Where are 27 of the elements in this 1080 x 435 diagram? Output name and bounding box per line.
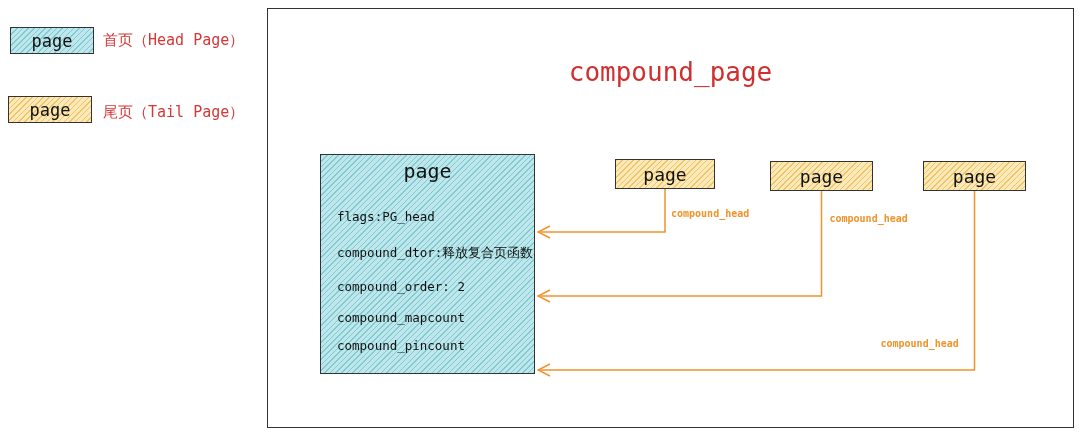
head-page-box (320, 154, 535, 374)
tail-page-box (923, 161, 1026, 191)
field-text: compound_dtor:释放复合页函数 (337, 245, 534, 262)
edge-label: compound_head (671, 208, 750, 219)
box-heading: page (402, 159, 453, 183)
tail-page-box (615, 159, 715, 189)
box-label: page (951, 165, 998, 187)
box-label: page (28, 99, 72, 120)
box-label: page (30, 30, 74, 51)
tail-page-box (8, 96, 92, 123)
legend-text: 首页（Head Page） (103, 31, 245, 50)
arrow (537, 190, 976, 377)
tail-page-box (770, 161, 873, 191)
field-text: compound_order: 2 (337, 279, 465, 294)
compound-page-frame (267, 8, 1074, 428)
field-text: compound_mapcount (337, 310, 465, 325)
arrow (537, 188, 666, 239)
edge-label: compound_head (829, 213, 908, 224)
box-label: page (642, 163, 688, 185)
field-text: compound_pincount (337, 338, 465, 353)
field-text: flags:PG_head (337, 209, 435, 224)
arrow (537, 190, 823, 303)
box-label: page (798, 165, 845, 187)
legend-text: 尾页（Tail Page） (103, 103, 245, 122)
frame-label: compound_page (567, 57, 774, 87)
edge-label: compound_head (880, 338, 959, 349)
head-page-box (10, 27, 94, 54)
